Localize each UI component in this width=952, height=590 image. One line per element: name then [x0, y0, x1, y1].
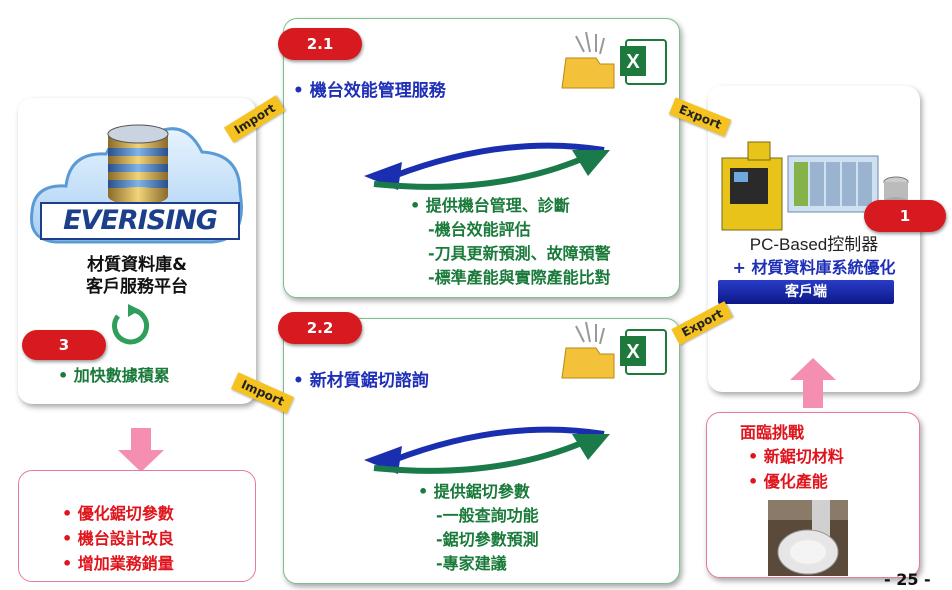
- sub-item-6: -專家建議: [436, 554, 507, 573]
- machine-diagnosis-bullet: 提供機台管理、診斷: [410, 194, 570, 218]
- svg-text:X: X: [626, 341, 640, 363]
- client-label: 客戶端: [718, 280, 894, 304]
- challenge-item-2: 優化產能: [748, 469, 828, 494]
- sub-item-4: -一般查詢功能: [436, 506, 539, 525]
- sub-item-1: -機台效能評估: [428, 220, 531, 239]
- sub-item-3: -標準產能與實際產能比對: [428, 268, 611, 287]
- badge-3: 3: [22, 330, 106, 360]
- machine-performance-title: 機台效能管理服務: [293, 76, 446, 101]
- svg-text:X: X: [626, 51, 640, 73]
- cycle-icon: [112, 304, 150, 345]
- badge-1: 1: [864, 200, 946, 232]
- result-item-1: 優化鋸切參數: [62, 501, 174, 526]
- cycle-arrows-icon: [364, 142, 610, 190]
- excel-export-icon: X: [561, 31, 667, 89]
- challenge-item-1: 新鋸切材料: [748, 444, 844, 469]
- result-item-3: 增加業務銷量: [62, 551, 174, 576]
- controller-title: PC-Based控制器: [749, 235, 879, 254]
- everising-logo: EVERISING: [40, 202, 240, 240]
- badge-2-1: 2.1: [278, 28, 362, 60]
- page-number: - 25 -: [884, 570, 931, 589]
- sub-item-2: -刀具更新預測、故障預警: [428, 244, 611, 263]
- platform-title-line2: 客戶服務平台: [86, 277, 188, 297]
- result-item-2: 機台設計改良: [62, 526, 174, 551]
- controller-subtitle: + 材質資料庫系統優化: [732, 258, 896, 277]
- machine-controller-icon: [721, 141, 909, 231]
- excel-export-icon-2: X: [561, 321, 667, 379]
- cutting-consult-title: 新材質鋸切諮詢: [293, 366, 429, 391]
- challenge-title: 面臨挑戰: [740, 423, 805, 442]
- badge-2-2: 2.2: [278, 312, 362, 344]
- cycle-arrows-icon-2: [364, 426, 610, 474]
- down-arrow-icon: [118, 428, 164, 472]
- controller-panel: PC-Based控制器 + 材質資料庫系統優化 客戶端: [708, 86, 920, 392]
- platform-title-line1: 材質資料庫&: [87, 255, 187, 275]
- saw-material-photo: [768, 500, 848, 576]
- cutting-params-bullet: 提供鋸切參數: [418, 480, 530, 504]
- up-arrow-icon: [790, 358, 836, 408]
- accelerate-data-bullet: 加快數據積累: [58, 364, 170, 388]
- sub-item-5: -鋸切參數預測: [436, 530, 539, 549]
